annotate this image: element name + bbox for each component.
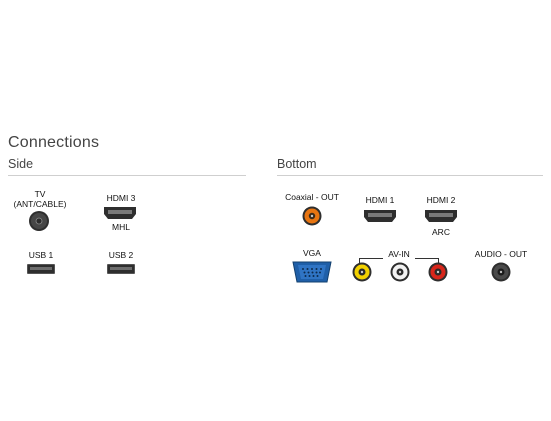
- av-in-yellow-jack-icon: [352, 262, 372, 287]
- hdmi3-label: HDMI 3: [106, 193, 136, 203]
- side-divider: [8, 175, 246, 176]
- audio-out-jack-icon: [491, 262, 511, 287]
- hdmi1-port-icon: [364, 209, 396, 227]
- bottom-divider: [277, 175, 543, 176]
- side-heading: Side: [8, 157, 34, 171]
- usb1-label: USB 1: [28, 250, 54, 260]
- tv-coax-port-icon: [28, 210, 50, 237]
- audio-out-label: AUDIO - OUT: [474, 249, 528, 259]
- hdmi3-port-icon: [104, 206, 136, 224]
- usb2-port-icon: [107, 264, 135, 274]
- hdmi2-label: HDMI 2: [426, 195, 456, 205]
- vga-label: VGA: [303, 248, 321, 258]
- av-in-bracket: [359, 252, 439, 270]
- page-title: Connections: [8, 134, 100, 151]
- tv-ant-cable-label: TV (ANT/CABLE): [13, 189, 67, 209]
- coaxial-out-label: Coaxial - OUT: [285, 192, 339, 202]
- hdmi3-sub-label: MHL: [112, 222, 130, 232]
- hdmi1-label: HDMI 1: [365, 195, 395, 205]
- av-in-red-jack-icon: [428, 262, 448, 287]
- usb1-port-icon: [27, 264, 55, 274]
- hdmi2-sub-label: ARC: [432, 227, 450, 237]
- hdmi2-port-icon: [425, 209, 457, 227]
- av-in-white-jack-icon: [390, 262, 410, 287]
- vga-port-icon: [292, 261, 332, 288]
- usb2-label: USB 2: [108, 250, 134, 260]
- coaxial-out-port-icon: [302, 206, 322, 231]
- bottom-heading: Bottom: [277, 157, 317, 171]
- av-in-label: AV-IN: [388, 249, 410, 259]
